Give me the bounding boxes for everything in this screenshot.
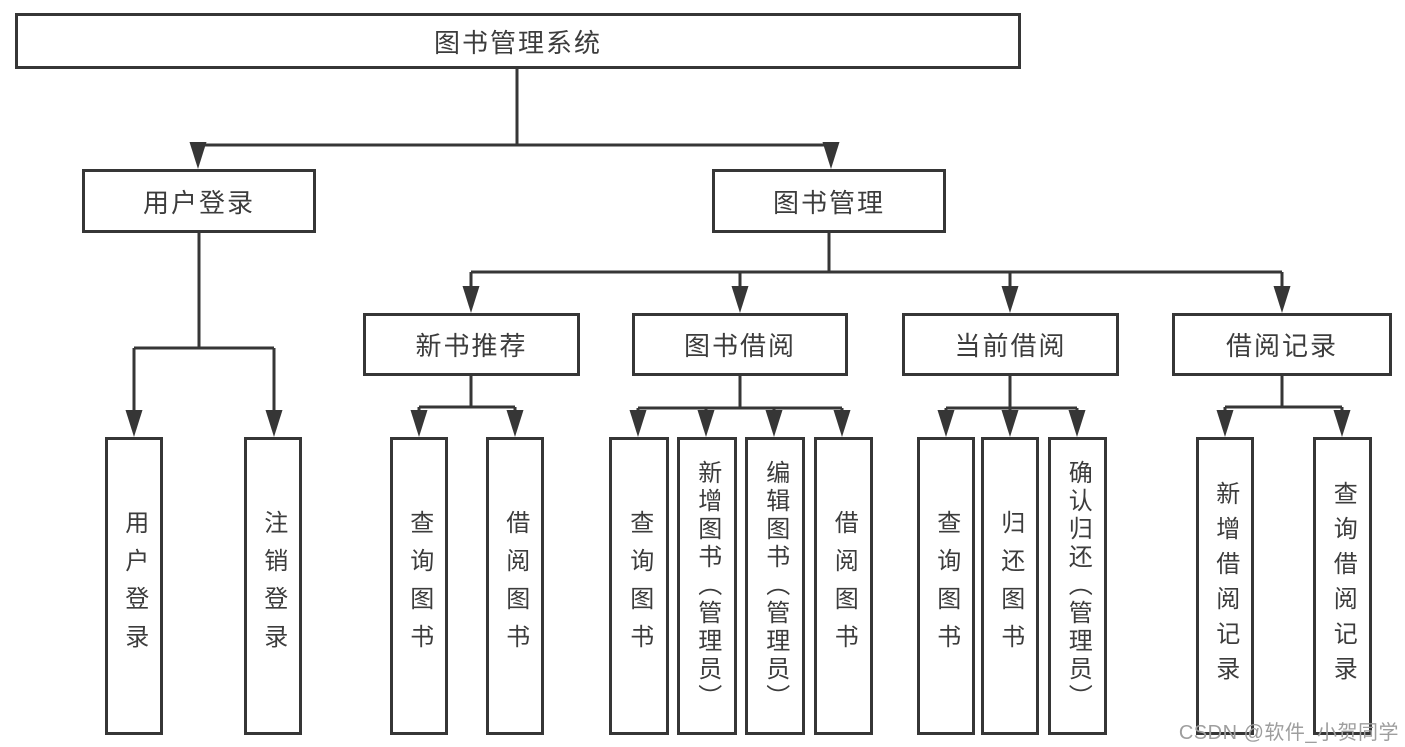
node-book-manage-branch-label: 图书管理 [772, 187, 885, 218]
csdn-watermark: CSDN @软件_小贺同学 [1178, 722, 1399, 744]
node-current-confirm-return-admin: 确认归还（管理员） [1048, 437, 1107, 735]
connector-borrow-split [629, 376, 851, 437]
node-current-query-books-label: 查询图书 [932, 510, 960, 662]
connector-current-split [937, 376, 1086, 437]
node-borrow-query-books-label: 查询图书 [625, 510, 653, 662]
node-records-add-record-label: 新增借阅记录 [1211, 481, 1239, 691]
node-borrow-borrow-books: 借阅图书 [814, 437, 873, 735]
connector-records-split [1216, 376, 1351, 437]
node-user-login: 用户登录 [105, 437, 163, 735]
node-borrow-records: 借阅记录 [1172, 313, 1392, 376]
node-recommend-borrow-books-label: 借阅图书 [501, 510, 529, 662]
node-user-login-branch-label: 用户登录 [142, 187, 255, 218]
node-borrow-query-books: 查询图书 [609, 437, 669, 735]
node-borrow-edit-books-admin: 编辑图书（管理员） [745, 437, 805, 735]
node-records-add-record: 新增借阅记录 [1196, 437, 1254, 735]
node-current-borrow-label: 当前借阅 [954, 331, 1067, 361]
node-book-borrow-label: 图书借阅 [683, 331, 796, 361]
connector-manage-split [462, 233, 1291, 313]
node-user-login-label: 用户登录 [120, 510, 148, 662]
connector-login-split [125, 233, 283, 437]
node-book-borrow: 图书借阅 [632, 313, 848, 376]
node-borrow-edit-books-admin-label: 编辑图书（管理员） [761, 460, 789, 712]
node-logout: 注销登录 [244, 437, 302, 735]
node-records-query-record: 查询借阅记录 [1313, 437, 1372, 735]
node-recommend-query-books-label: 查询图书 [405, 510, 433, 662]
node-recommend-query-books: 查询图书 [390, 437, 448, 735]
node-new-book-recommend: 新书推荐 [363, 313, 580, 376]
node-recommend-borrow-books: 借阅图书 [486, 437, 544, 735]
node-library-system: 图书管理系统 [15, 13, 1021, 69]
node-borrow-add-books-admin: 新增图书（管理员） [677, 437, 737, 735]
node-borrow-borrow-books-label: 借阅图书 [830, 510, 858, 662]
node-book-manage-branch: 图书管理 [712, 169, 946, 233]
connector-root-split [189, 69, 840, 169]
node-library-system-label: 图书管理系统 [433, 27, 602, 58]
node-current-return-books: 归还图书 [981, 437, 1039, 735]
node-current-confirm-return-admin-label: 确认归还（管理员） [1064, 460, 1092, 712]
node-logout-label: 注销登录 [259, 510, 287, 662]
node-current-return-books-label: 归还图书 [996, 510, 1024, 662]
node-borrow-add-books-admin-label: 新增图书（管理员） [693, 460, 721, 712]
node-current-borrow: 当前借阅 [902, 313, 1119, 376]
node-user-login-branch: 用户登录 [82, 169, 316, 233]
node-current-query-books: 查询图书 [917, 437, 975, 735]
connector-recommend-split [410, 376, 524, 437]
node-records-query-record-label: 查询借阅记录 [1329, 481, 1357, 691]
node-new-book-recommend-label: 新书推荐 [415, 331, 528, 361]
node-borrow-records-label: 借阅记录 [1225, 331, 1338, 361]
